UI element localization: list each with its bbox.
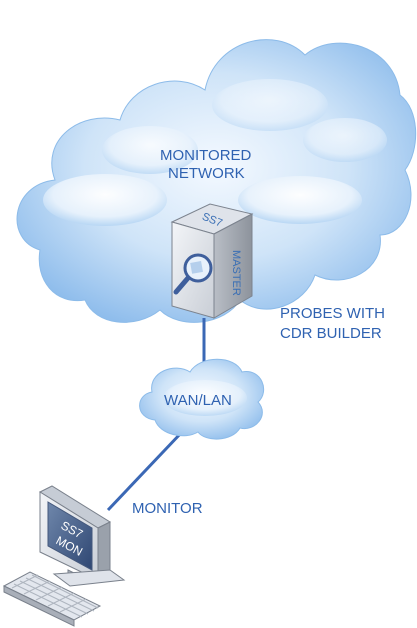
monitored-network-label-line2: NETWORK bbox=[168, 165, 245, 182]
monitored-network-label-line1: MONITORED bbox=[160, 147, 252, 164]
wan-lan-label: WAN/LAN bbox=[164, 392, 232, 409]
probe-master-box: SS7 MASTER bbox=[170, 203, 254, 319]
probe-side-label: MASTER bbox=[230, 250, 242, 296]
probes-label-line2: CDR BUILDER bbox=[280, 325, 382, 342]
monitored-network-cloud bbox=[16, 39, 417, 323]
monitor-label: MONITOR bbox=[132, 500, 203, 517]
monitor-workstation: SS7 MON bbox=[2, 485, 126, 627]
monitor-screen bbox=[47, 501, 93, 571]
keyboard-icon bbox=[2, 571, 102, 627]
wan-to-monitor-link bbox=[106, 430, 184, 512]
probes-label-line1: PROBES WITH bbox=[280, 305, 385, 322]
wan-lan-cloud bbox=[139, 358, 264, 440]
magnifier-icon bbox=[173, 253, 213, 295]
